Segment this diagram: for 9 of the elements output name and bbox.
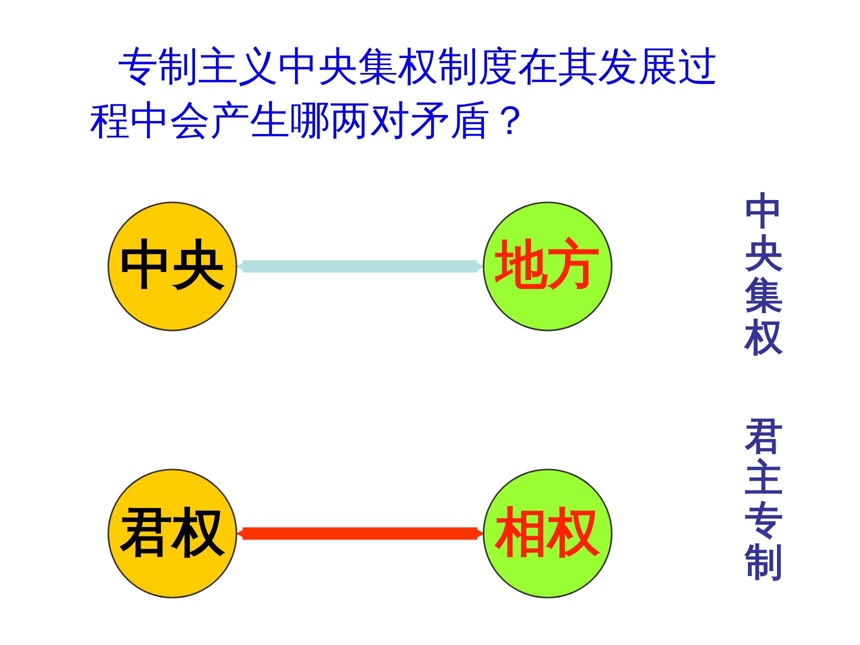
vertical-label: 君主专制 — [744, 415, 784, 583]
arrow — [236, 260, 484, 274]
vertical-label: 中央集权 — [744, 190, 784, 358]
arrow — [236, 526, 484, 540]
node-circle: 中央 — [108, 202, 238, 332]
node-circle: 地方 — [482, 202, 612, 332]
node-circle: 君权 — [108, 468, 238, 598]
title: 专制主义中央集权制度在其发展过程中会产生哪两对矛盾？ — [90, 43, 719, 146]
node-circle: 相权 — [482, 468, 612, 598]
